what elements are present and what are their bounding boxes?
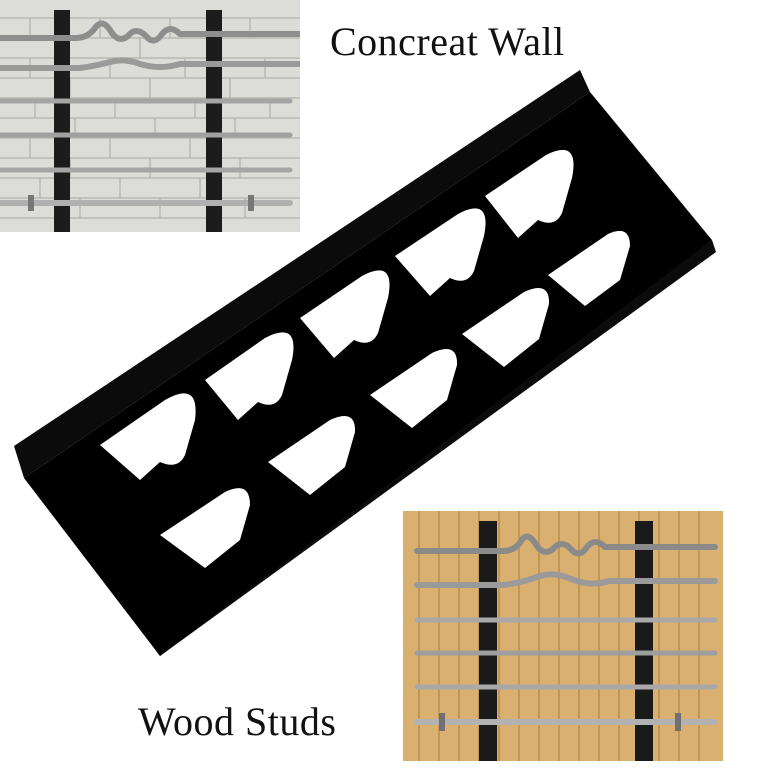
collar-right [248,195,254,211]
brick-lines [0,17,300,219]
wood-studs-photo [403,511,723,761]
hook-slot-10 [548,230,630,306]
rack-upright-left [479,521,497,761]
concrete-wall-caption: Concreat Wall [330,19,565,64]
wood-studs-caption: Wood Studs [138,699,337,744]
rack-hook-slots [100,149,630,568]
hook-slot-6 [160,488,250,568]
concrete-wall-scene [0,0,300,232]
collar-left [439,713,445,731]
ez-curl-bar [414,533,718,557]
ez-curl-bar [0,20,300,44]
hook-slot-4 [395,208,486,296]
hook-slot-2 [205,332,294,420]
hook-slot-9 [462,288,550,367]
rack-upper-rail [14,70,590,478]
hook-slot-8 [370,349,458,428]
concrete-wall-photo [0,0,300,232]
hook-slot-7 [268,416,356,495]
curved-bar [414,571,718,588]
hook-slot-1 [100,393,196,480]
barbells [0,20,300,211]
curved-bar [0,57,300,71]
collar-right [675,713,681,731]
hook-slot-3 [300,270,390,358]
collar-left [28,195,34,211]
wood-wall-scene [403,511,723,761]
hook-slot-5 [485,149,574,238]
barbells [414,533,718,731]
